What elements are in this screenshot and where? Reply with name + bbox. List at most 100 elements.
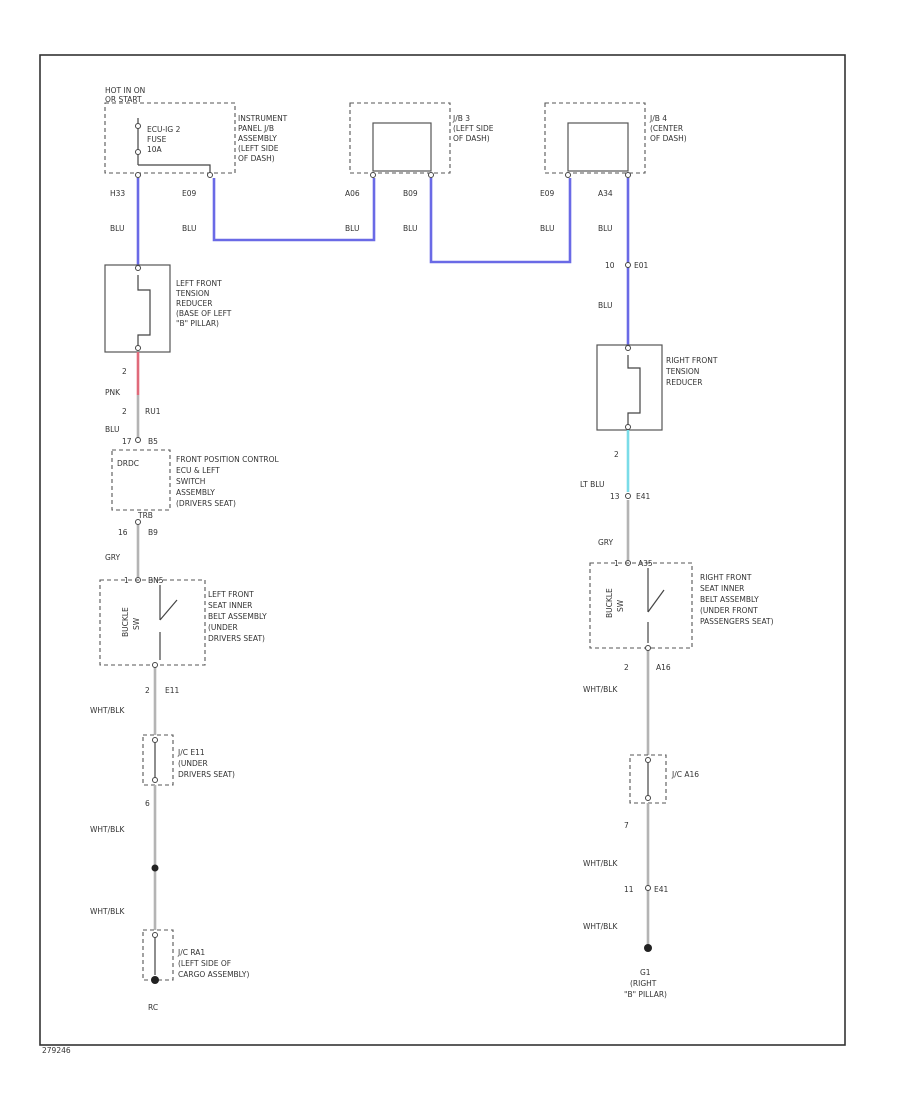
right-seat-inner-belt-box [589, 562, 693, 649]
rsib-label-1: RIGHT FRONT [700, 573, 752, 582]
pin-left-1: 1 [124, 576, 129, 585]
terminal-b09 [428, 172, 434, 178]
jc-e11-box [142, 734, 174, 786]
pin-left-2b: 2 [122, 407, 127, 416]
left-buckle-switch-icon [159, 585, 178, 660]
fpc-label-3b: ASSEMBLY [176, 488, 215, 497]
rtr-label-2: TENSION [665, 367, 699, 376]
lsib-label-4: (UNDER [208, 623, 238, 632]
rsib-label-3: BELT ASSEMBLY [700, 595, 759, 604]
pin-ru1: RU1 [145, 407, 161, 416]
jb3-box [349, 102, 451, 174]
terminal-a06 [370, 172, 376, 178]
right-buckle-label-2: SW [616, 599, 625, 612]
wire-whtblk-r3: WHT/BLK [583, 922, 618, 931]
pin-right-e41b: E41 [654, 885, 669, 894]
right-buckle-label-1: BUCKLE [605, 588, 614, 618]
ground-g1-label-2: (RIGHT [630, 979, 657, 988]
front-position-control-box [111, 449, 171, 511]
jb4-label-3: OF DASH) [650, 134, 687, 143]
right-tension-reducer-box [596, 344, 663, 431]
pin-h33: H33 [110, 189, 125, 198]
fpc-inner-label: DRDC [117, 459, 139, 468]
wire-blu-4: BLU [403, 224, 417, 233]
ipjb-label-2: PANEL J/B [238, 124, 274, 133]
fuse-label-1: ECU-IG 2 [147, 125, 181, 134]
wire-blu-6: BLU [598, 224, 612, 233]
wire-whtblk-r2: WHT/BLK [583, 859, 618, 868]
jb3-label-3: OF DASH) [453, 134, 490, 143]
pin-right-11: 11 [624, 885, 634, 894]
terminal-e09b [565, 172, 571, 178]
wire-blu-1: BLU [110, 224, 124, 233]
lsib-label-1: LEFT FRONT [208, 590, 254, 599]
terminal-a34 [625, 172, 631, 178]
left-tension-switch-icon [137, 275, 151, 348]
rtr-label-1: RIGHT FRONT [666, 356, 718, 365]
hot-fuse-box [104, 102, 236, 174]
lsib-label-2: SEAT INNER [208, 601, 252, 610]
pin-left-6: 6 [145, 799, 150, 808]
right-buckle-switch-icon [647, 568, 665, 643]
jb3-label-1: J/B 3 [452, 114, 470, 123]
pin-right-1: 1 [614, 559, 619, 568]
fpc-label-3: SWITCH [176, 477, 205, 486]
jc-a16-label: J/C A16 [671, 770, 699, 779]
jb4-box [544, 102, 646, 174]
pin-17: 17 [122, 437, 132, 446]
wire-blu-3: BLU [345, 224, 359, 233]
ground-g1-label-1: G1 [640, 968, 651, 977]
blu-wires [136, 178, 630, 345]
fpc-label-1: FRONT POSITION CONTROL [176, 455, 280, 464]
ltr-label-4: (BASE OF LEFT [176, 309, 232, 318]
hot-label-1: HOT IN ON [105, 86, 145, 95]
fuse-label-3: 10A [147, 145, 163, 154]
left-buckle-label-2: SW [132, 617, 141, 630]
fuse-label-2: FUSE [147, 135, 167, 144]
ipjb-label-1: INSTRUMENT [238, 114, 288, 123]
ltr-label-1: LEFT FRONT [176, 279, 222, 288]
splice-point [151, 864, 159, 872]
wire-blu-left: BLU [105, 425, 119, 434]
lsib-label-5: DRIVERS SEAT) [208, 634, 265, 643]
terminal-e09 [207, 172, 213, 178]
ltr-label-2: TENSION [175, 289, 209, 298]
terminal-h33 [135, 172, 141, 178]
jb3-label-2: (LEFT SIDE [453, 124, 494, 133]
pin-left-2c: 2 [145, 686, 150, 695]
pin-b9: B9 [148, 528, 158, 537]
diagram-code: 279246 [42, 1046, 71, 1055]
pin-right-2b: 2 [624, 663, 629, 672]
diagram-frame [39, 54, 846, 1046]
pin-right-e41: E41 [636, 492, 651, 501]
pin-right-a16: A16 [656, 663, 671, 672]
jb4-label-1: J/B 4 [649, 114, 667, 123]
jc-e11-label-3: DRIVERS SEAT) [178, 770, 235, 779]
ground-rc-icon [151, 976, 159, 984]
wire-whtblk-r1: WHT/BLK [583, 685, 618, 694]
pin-trb: TRB [137, 511, 153, 520]
ipjb-label-5: OF DASH) [238, 154, 275, 163]
pin-right-10: 10 [605, 261, 615, 270]
pin-b09: B09 [403, 189, 418, 198]
jc-ra1-label-1: J/C RA1 [177, 948, 205, 957]
wire-gry-right: GRY [598, 538, 614, 547]
pin-e09b: E09 [540, 189, 555, 198]
pin-a34: A34 [598, 189, 613, 198]
pin-b5: B5 [148, 437, 158, 446]
jc-e11-label-1: J/C E11 [177, 748, 205, 757]
pin-right-a35: A35 [638, 559, 653, 568]
ipjb-label-3: ASSEMBLY [238, 134, 277, 143]
jc-ra1-box [142, 929, 174, 981]
fpc-label-2: ECU & LEFT [176, 466, 220, 475]
wire-whtblk-2: WHT/BLK [90, 825, 125, 834]
wire-blu-7: BLU [598, 301, 612, 310]
wire-whtblk-1: WHT/BLK [90, 706, 125, 715]
left-buckle-label-1: BUCKLE [121, 607, 130, 637]
ltr-label-5: "B" PILLAR) [176, 319, 219, 328]
rsib-label-4: (UNDER FRONT [700, 606, 758, 615]
pin-left-2a: 2 [122, 367, 127, 376]
rtr-label-3: REDUCER [666, 378, 702, 387]
wire-whtblk-3: WHT/BLK [90, 907, 125, 916]
